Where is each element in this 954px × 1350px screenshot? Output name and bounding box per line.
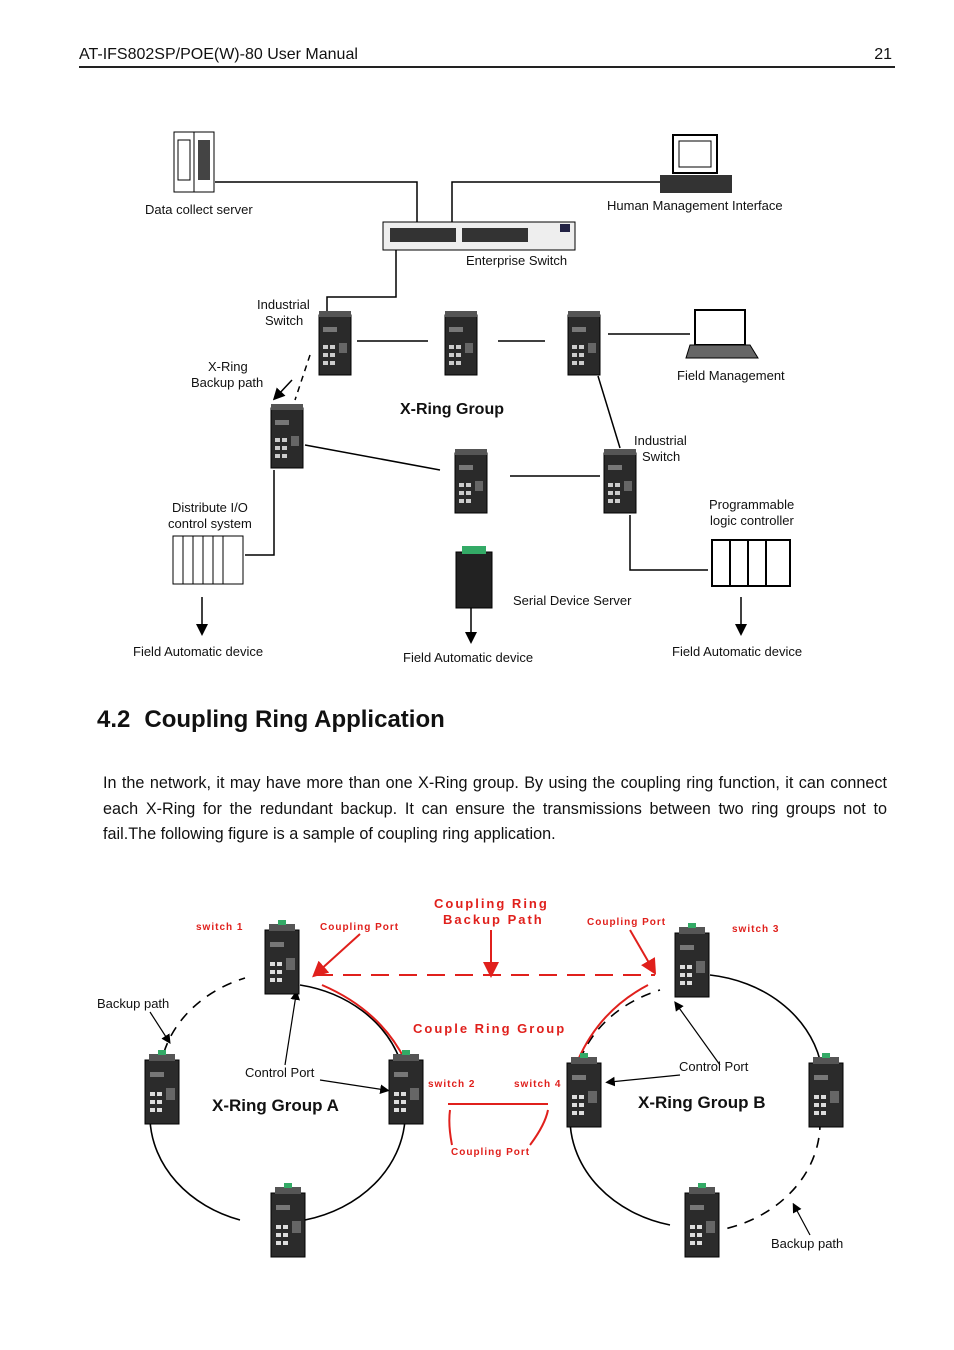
control-port-label: Control Port <box>245 1065 315 1080</box>
body-paragraph: In the network, it may have more than on… <box>103 774 887 843</box>
hmi-label: Human Management Interface <box>607 198 783 213</box>
plc-label: logic controller <box>710 513 794 528</box>
industrial-switch-label: Switch <box>642 449 680 464</box>
industrial-switch-label: Switch <box>265 313 303 328</box>
xring-backup-label: Backup path <box>191 375 263 390</box>
industrial-switch-icon <box>454 448 488 514</box>
manual-title: AT-IFS802SP/POE(W)-80 User Manual <box>79 46 358 63</box>
xring-group-label: X-Ring Group <box>400 401 504 418</box>
xring-backup-label: X-Ring <box>208 359 248 374</box>
industrial-switch-label: Industrial <box>257 297 310 312</box>
industrial-switch-icon <box>264 919 300 995</box>
plc-icon <box>711 539 791 587</box>
server-icon <box>173 131 215 193</box>
industrial-switch-icon <box>684 1182 720 1258</box>
control-port-label: Control Port <box>679 1059 749 1074</box>
group-b-label: X-Ring Group B <box>638 1093 765 1112</box>
industrial-switch-icon <box>318 310 352 376</box>
section-number: 4.2 <box>97 706 131 733</box>
switch-label: switch 4 <box>514 1079 561 1090</box>
coupling-port-label: Coupling Port <box>587 917 666 928</box>
field-device-label: Field Automatic device <box>672 644 802 659</box>
coupling-ring-figure: Coupling Ring Backup Path switch 1 Coupl… <box>97 896 844 1258</box>
io-system-label: control system <box>168 516 252 531</box>
coupling-port-label: Coupling Port <box>451 1147 530 1158</box>
computer-icon <box>660 134 732 193</box>
industrial-switch-icon <box>444 310 478 376</box>
group-a-label: X-Ring Group A <box>212 1096 339 1115</box>
io-system-label: Distribute I/O <box>172 500 248 515</box>
couple-ring-group-label: Couple Ring Group <box>413 1021 566 1036</box>
field-management-label: Field Management <box>677 368 785 383</box>
enterprise-switch-icon <box>382 221 576 251</box>
section-title: Coupling Ring Application <box>144 706 445 733</box>
serial-server-label: Serial Device Server <box>513 593 632 608</box>
xring-application-figure: Data collect server Human Management Int… <box>133 131 802 665</box>
page-number: 21 <box>874 46 892 63</box>
industrial-switch-icon <box>808 1052 844 1128</box>
serial-device-server-icon <box>455 546 493 609</box>
io-system-icon <box>172 535 244 585</box>
field-device-label: Field Automatic device <box>133 644 263 659</box>
laptop-icon <box>685 309 759 359</box>
enterprise-switch-label: Enterprise Switch <box>466 253 567 268</box>
backup-path-label: Backup path <box>771 1236 843 1251</box>
switch-label: switch 2 <box>428 1079 475 1090</box>
industrial-switch-icon <box>144 1049 180 1125</box>
field-device-label: Field Automatic device <box>403 650 533 665</box>
industrial-switch-icon <box>567 310 601 376</box>
industrial-switch-icon <box>603 448 637 514</box>
industrial-switch-icon <box>270 403 304 469</box>
coupling-port-label: Coupling Port <box>320 922 399 933</box>
backup-path-label: Backup path <box>97 996 169 1011</box>
page-header: AT-IFS802SP/POE(W)-80 User Manual 21 <box>79 44 895 68</box>
section-heading: 4.2 Coupling Ring Application <box>97 706 445 734</box>
industrial-switch-icon <box>674 922 710 998</box>
switch-label: switch 3 <box>732 924 779 935</box>
coupling-backup-label: Backup Path <box>443 912 544 927</box>
coupling-backup-label: Coupling Ring <box>434 896 549 911</box>
industrial-switch-icon <box>388 1049 424 1125</box>
switch-label: switch 1 <box>196 922 243 933</box>
data-server-label: Data collect server <box>145 202 253 217</box>
industrial-switch-icon <box>566 1052 602 1128</box>
industrial-switch-label: Industrial <box>634 433 687 448</box>
industrial-switch-icon <box>270 1182 306 1258</box>
plc-label: Programmable <box>709 497 794 512</box>
